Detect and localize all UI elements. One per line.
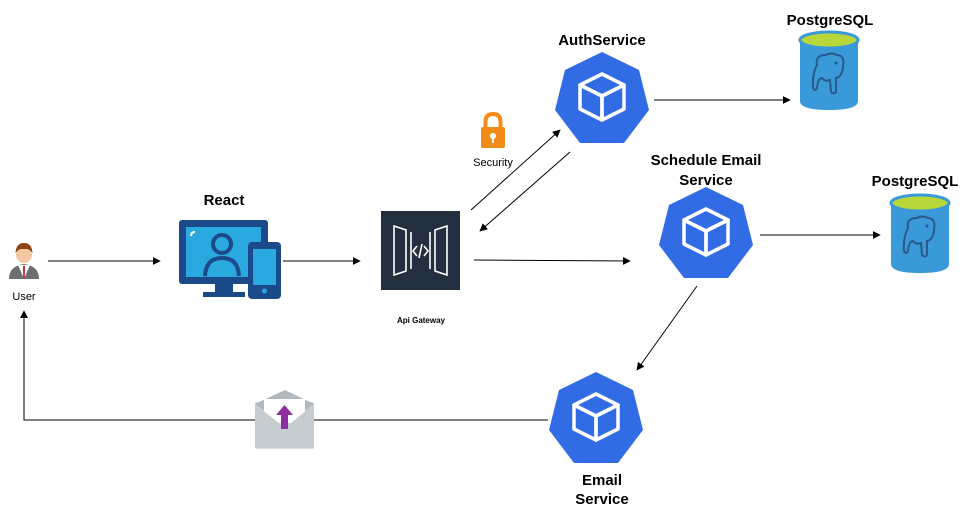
auth-service-label: AuthService bbox=[558, 32, 646, 49]
kubernetes-pod-icon bbox=[549, 372, 643, 463]
edge-email-to-user bbox=[20, 310, 548, 421]
user-icon bbox=[9, 243, 39, 279]
email-service-label-line1: Email bbox=[581, 472, 623, 489]
postgres-schedule-label: PostgreSQL bbox=[871, 173, 959, 190]
email-envelope-icon bbox=[255, 390, 314, 449]
kubernetes-pod-icon bbox=[555, 52, 649, 143]
react-label: React bbox=[203, 192, 245, 209]
postgresql-icon bbox=[798, 30, 860, 110]
postgresql-icon bbox=[889, 193, 951, 273]
edge-auth-to-gateway bbox=[479, 151, 571, 232]
schedule-service-label-line2: Service bbox=[679, 172, 733, 189]
user-label: User bbox=[12, 291, 36, 303]
edge-schedule-to-email bbox=[636, 285, 698, 371]
edge-gateway-to-auth bbox=[470, 129, 561, 211]
api-gateway-icon bbox=[381, 211, 460, 290]
gateway-label: Api Gateway bbox=[396, 316, 445, 325]
edge-gateway-to-schedule bbox=[473, 256, 631, 265]
postgres-auth-label: PostgreSQL bbox=[786, 12, 874, 29]
kubernetes-pod-icon bbox=[659, 187, 753, 278]
email-service-label-line2: Service bbox=[575, 491, 629, 508]
lock-icon bbox=[481, 111, 505, 148]
schedule-service-label-line1: Schedule Email bbox=[650, 152, 762, 169]
security-label: Security bbox=[473, 157, 513, 169]
react-monitor-icon bbox=[179, 220, 281, 299]
